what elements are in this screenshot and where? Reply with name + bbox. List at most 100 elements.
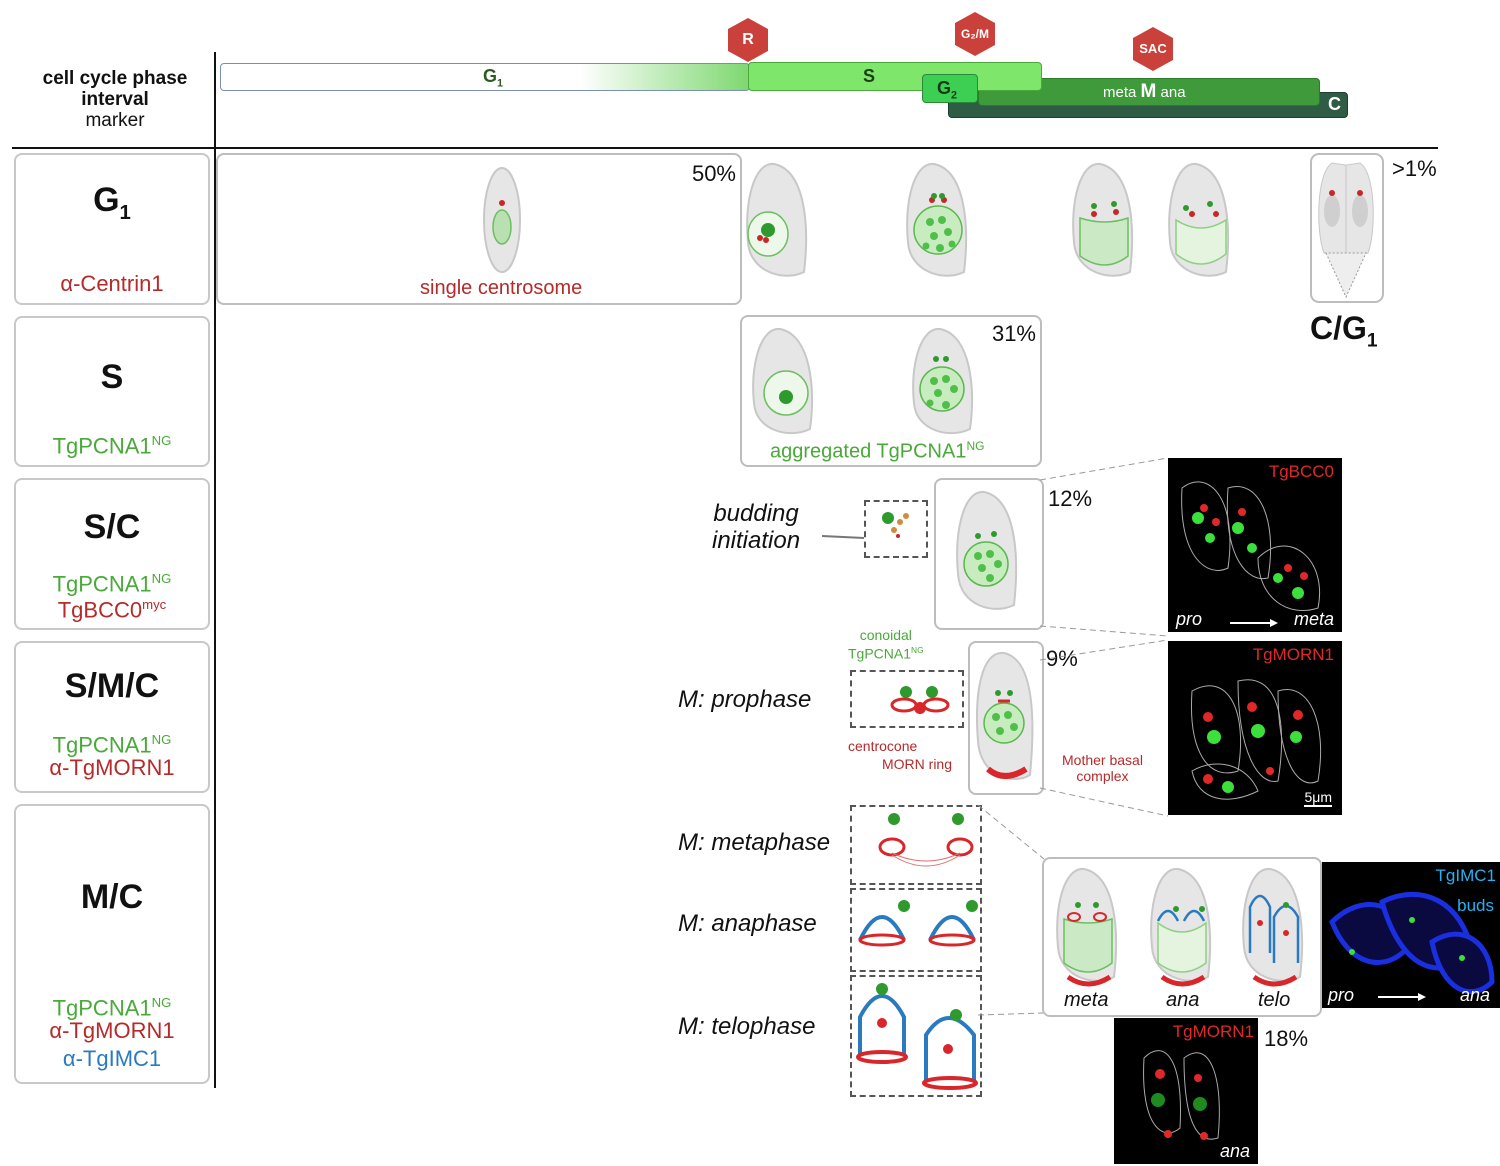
- row-marker-pcna1: TgPCNA1NG: [52, 732, 172, 758]
- arrow-right-icon: [1230, 619, 1278, 627]
- micrograph-from-label: pro: [1328, 985, 1355, 1005]
- header-label: cell cycle phase interval marker: [20, 68, 210, 131]
- row-marker-morn1: α-TgMORN1: [49, 1018, 175, 1043]
- cell-label-telo: telo: [1258, 989, 1291, 1011]
- cell-budding-1: [1072, 162, 1134, 277]
- inset-telophase: [850, 975, 982, 1097]
- cell-single-centrosome: [483, 167, 521, 273]
- connector-smc: [1039, 639, 1169, 817]
- phase-label-c: C: [1328, 94, 1341, 114]
- micrograph-cells: [1143, 1050, 1220, 1140]
- cell-prophase: [976, 651, 1034, 780]
- stage-anaphase: M: anaphase: [678, 910, 817, 937]
- header-label-line2: interval: [81, 89, 149, 110]
- row-label-smc: S/M/C TgPCNA1NG α-TgMORN1: [14, 641, 210, 793]
- budding-detail: [882, 512, 909, 538]
- label-centrocone: centrocone: [848, 738, 918, 754]
- row-title-mc: M/C: [80, 878, 144, 916]
- micrograph-marker-label: TgIMC1: [1435, 866, 1496, 885]
- phase-label-m: meta M ana: [1103, 81, 1186, 102]
- inset-prophase: [850, 670, 964, 728]
- cell-ana: [1150, 867, 1212, 987]
- cell-sc: [956, 490, 1018, 610]
- panel-s: 31% aggregated TgPCNA1NG: [740, 315, 1042, 467]
- cell-g1-late: [746, 162, 808, 277]
- row-marker-pcna1: TgPCNA1NG: [52, 995, 172, 1021]
- percent-s: 31%: [991, 321, 1036, 346]
- horizontal-axis-line: [12, 147, 1438, 149]
- cell-daughters-cytokinesis: [1310, 153, 1384, 303]
- row-marker-morn1: α-TgMORN1: [49, 755, 175, 780]
- row-marker-imc1: α-TgIMC1: [62, 1046, 162, 1071]
- connector-sc: [1039, 457, 1169, 637]
- inset-metaphase: [850, 805, 982, 885]
- cell-s-centrosome-duplication: [906, 162, 968, 277]
- cell-label-ana: ana: [1166, 989, 1200, 1011]
- row-label-g1: G1 α-Centrin1: [14, 153, 210, 305]
- stage-telophase: M: telophase: [678, 1013, 816, 1040]
- caption-aggregated: aggregated TgPCNA1NG: [770, 439, 985, 463]
- panel-mc: meta ana telo: [1042, 857, 1322, 1017]
- micrograph-imc1: TgIMC1 buds pro ana: [1322, 862, 1500, 1008]
- row-title-sc: S/C: [83, 508, 141, 546]
- row-label-s: S TgPCNA1NG: [14, 316, 210, 467]
- label-morn-ring: MORN ring: [882, 756, 953, 772]
- micrograph-to-label: ana: [1459, 985, 1490, 1005]
- micrograph-buds-label: buds: [1457, 896, 1494, 915]
- micrograph-cells: [1181, 481, 1320, 612]
- percent-mc: 18%: [1264, 1026, 1309, 1051]
- timeline-phase-s: S: [748, 62, 1042, 91]
- vertical-axis-line: [214, 52, 216, 1088]
- metaphase-detail: [878, 813, 974, 867]
- micrograph-marker-label: TgBCC0: [1268, 462, 1334, 481]
- label-cg1: C/G1: [1310, 310, 1378, 352]
- cell-label-meta: meta: [1064, 989, 1109, 1011]
- row-marker-centrin1: α-Centrin1: [60, 271, 164, 296]
- stage-prophase: M: prophase: [678, 686, 812, 713]
- checkpoint-r-icon: R: [728, 18, 768, 62]
- panel-g1: 50% single centrosome: [216, 153, 742, 305]
- checkpoint-sac-icon: SAC: [1133, 27, 1173, 71]
- inset-budding: [864, 500, 928, 558]
- micrograph-from-label: pro: [1176, 609, 1203, 629]
- micrograph-to-label: meta: [1293, 609, 1334, 629]
- timeline-phase-g2: G2: [922, 74, 978, 103]
- prophase-detail: [890, 686, 950, 714]
- percent-sc: 12%: [1048, 486, 1093, 511]
- row-title-smc: S/M/C: [64, 667, 160, 705]
- micrograph-marker-label: TgMORN1: [1252, 645, 1334, 664]
- inset-anaphase: [850, 888, 982, 972]
- phase-label-g1: G1: [483, 66, 504, 90]
- micrograph-cells: [1190, 679, 1322, 800]
- scale-bar-label: 5μm: [1304, 789, 1332, 807]
- micrograph-morn1: TgMORN1 5μm: [1168, 641, 1342, 815]
- row-label-sc: S/C TgPCNA1NG TgBCC0myc: [14, 478, 210, 630]
- micrograph-bcc0: TgBCC0 pro meta: [1168, 458, 1342, 632]
- caption-single-centrosome: single centrosome: [420, 277, 583, 299]
- row-marker-pcna1: TgPCNA1NG: [52, 571, 172, 597]
- stage-metaphase: M: metaphase: [678, 829, 831, 856]
- anaphase-detail: [858, 900, 978, 947]
- percent-g1: 50%: [691, 161, 736, 186]
- phase-label-s: S: [863, 66, 876, 86]
- telophase-detail: [856, 983, 978, 1090]
- checkpoint-g2m-icon: G₂/M: [955, 12, 995, 56]
- cell-telo: [1242, 867, 1304, 987]
- cell-meta: [1056, 867, 1118, 987]
- percent-cg1: >1%: [1392, 156, 1437, 181]
- timeline-phase-g1: G1: [220, 63, 750, 91]
- row-marker-bcc0: TgBCC0myc: [57, 597, 167, 623]
- connector-mc: [977, 804, 1045, 1016]
- row-title-s: S: [100, 358, 124, 396]
- micrograph-cells: [1329, 891, 1495, 994]
- panel-smc: [968, 641, 1044, 795]
- row-marker-pcna1: TgPCNA1NG: [52, 433, 172, 459]
- arrow-right-icon: [1378, 993, 1426, 1001]
- row-title-g1: G1: [93, 181, 131, 224]
- cell-budding-2: [1168, 162, 1230, 277]
- micrograph-stage-label: ana: [1219, 1141, 1250, 1161]
- panel-sc: [934, 478, 1044, 630]
